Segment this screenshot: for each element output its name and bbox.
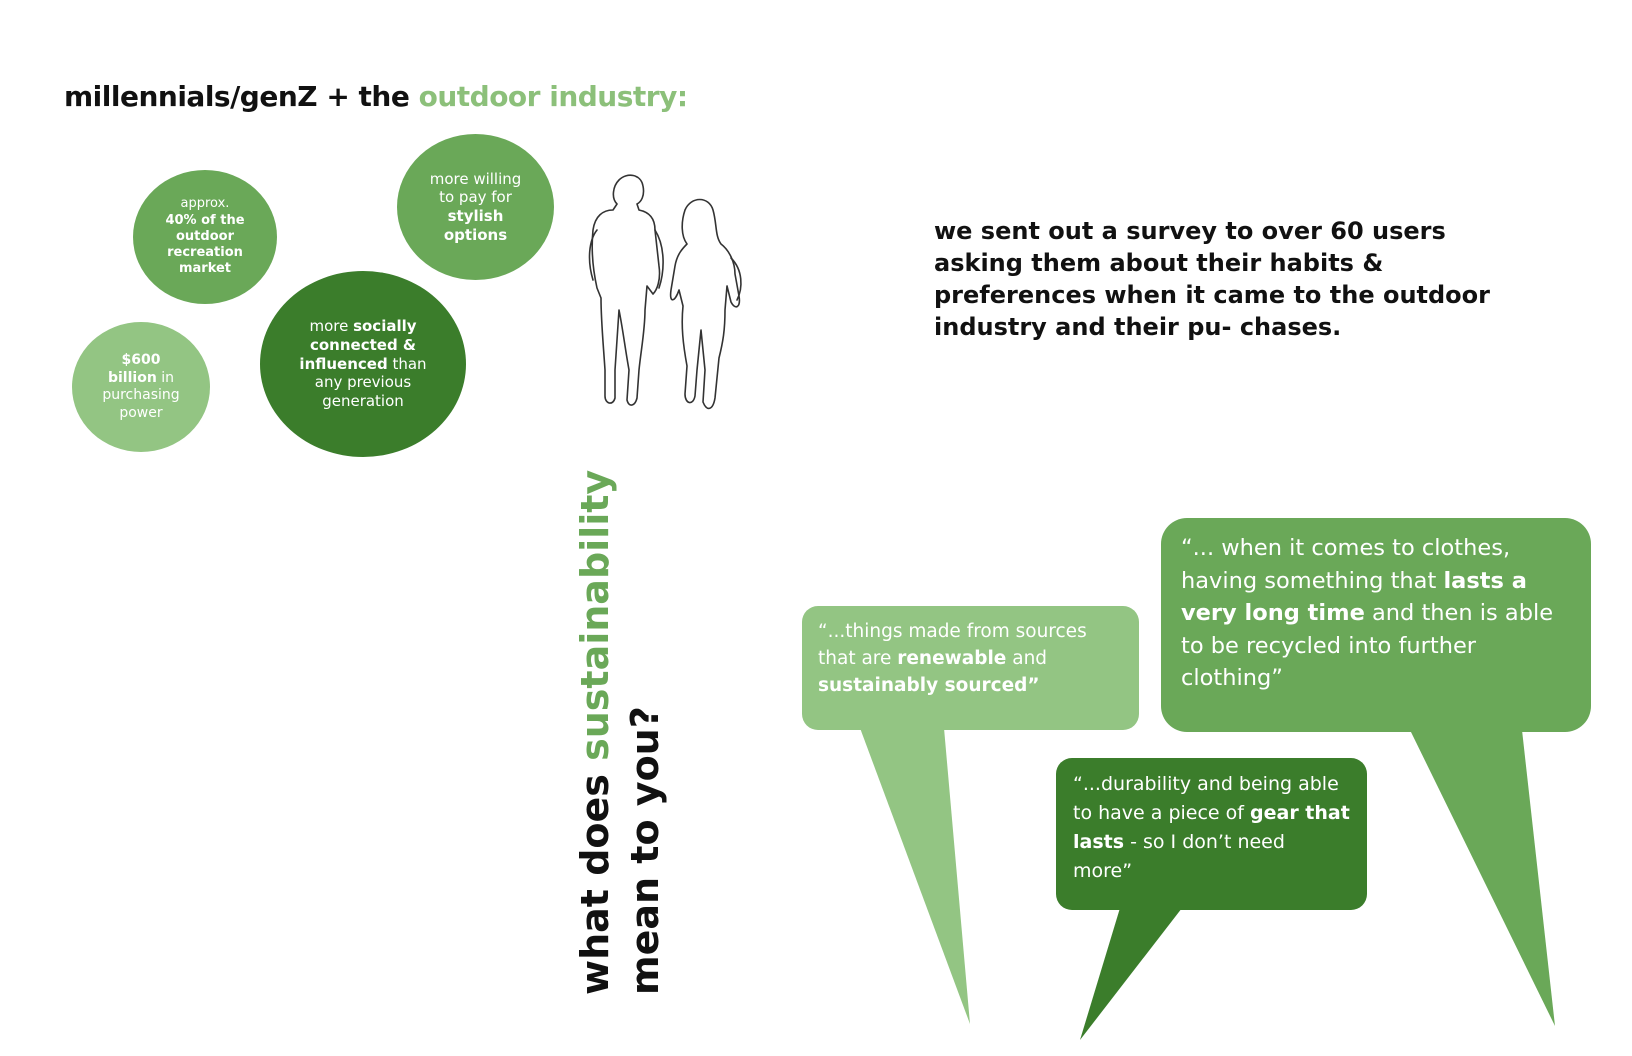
bubble-text: any previous bbox=[314, 373, 412, 392]
bubble-text: generation bbox=[322, 392, 404, 411]
bubble-text: in bbox=[156, 369, 175, 386]
quote-renewable: “...things made from sources that are re… bbox=[802, 606, 1139, 730]
bubble-text: more willing bbox=[429, 169, 522, 188]
quote-text: - so I don’t need more” bbox=[1073, 831, 1285, 882]
quote-text: “...things made from sources that are bbox=[818, 621, 1087, 669]
walking-couple-icon bbox=[588, 174, 742, 410]
title-main: millennials/genZ + the bbox=[64, 80, 419, 113]
bubble-text: options bbox=[443, 225, 508, 244]
bubble-text: than bbox=[387, 354, 427, 373]
survey-description: we sent out a survey to over 60 users as… bbox=[934, 217, 1490, 341]
bubble-text: more bbox=[309, 317, 354, 336]
tail-long-time bbox=[1410, 730, 1555, 1026]
bubble-text: market bbox=[178, 261, 232, 277]
bubble-text: recreation bbox=[167, 245, 243, 261]
stat-bubble-socially-connected: more socially connected & influenced tha… bbox=[260, 271, 466, 457]
quote-text: and bbox=[1006, 648, 1048, 669]
tail-renewable bbox=[860, 728, 970, 1024]
bubble-text: connected & bbox=[309, 335, 416, 354]
bubble-text: 40% of the bbox=[165, 212, 245, 228]
bubble-text: approx. bbox=[180, 196, 230, 212]
quote-text: and then is able to be recycled into fur… bbox=[1181, 600, 1554, 691]
bubble-text-line: billion in bbox=[108, 370, 174, 388]
bubble-text: stylish bbox=[447, 207, 504, 225]
quote-text: “... when it comes to clothes, having so… bbox=[1181, 535, 1511, 594]
bubble-text: socially bbox=[353, 317, 417, 336]
bubble-text-line: influenced than bbox=[299, 355, 426, 374]
page-title: millennials/genZ + the outdoor industry: bbox=[64, 80, 688, 113]
quote-emphasis: lasts a very long time bbox=[1181, 567, 1527, 627]
stat-bubble-stylish-options: more willing to pay for stylish options bbox=[397, 134, 554, 280]
bubble-text: purchasing bbox=[102, 387, 180, 403]
tail-durability bbox=[1080, 908, 1182, 1040]
bubble-text: billion bbox=[107, 369, 157, 386]
stat-bubble-purchasing-power: $600 billion in purchasing power bbox=[72, 322, 210, 452]
stat-bubble-market-share: approx. 40% of the outdoor recreation ma… bbox=[133, 170, 277, 304]
bubble-text: outdoor bbox=[176, 228, 234, 244]
quote-emphasis: gear that lasts bbox=[1073, 802, 1350, 853]
bubble-text: $600 bbox=[121, 352, 161, 368]
quote-durability: “...durability and being able to have a … bbox=[1056, 758, 1367, 910]
bubble-text: to pay for bbox=[439, 188, 512, 207]
bubble-text: influenced bbox=[299, 354, 388, 373]
quote-emphasis: sustainably sourced” bbox=[818, 675, 1040, 696]
quote-long-lasting: “... when it comes to clothes, having so… bbox=[1161, 518, 1591, 732]
bubble-text-line: more socially bbox=[309, 317, 416, 336]
quote-emphasis: renewable bbox=[897, 648, 1007, 669]
bubble-text: power bbox=[119, 404, 163, 421]
title-accent: outdoor industry: bbox=[418, 80, 688, 113]
quote-text: “...durability and being able to have a … bbox=[1073, 773, 1339, 824]
